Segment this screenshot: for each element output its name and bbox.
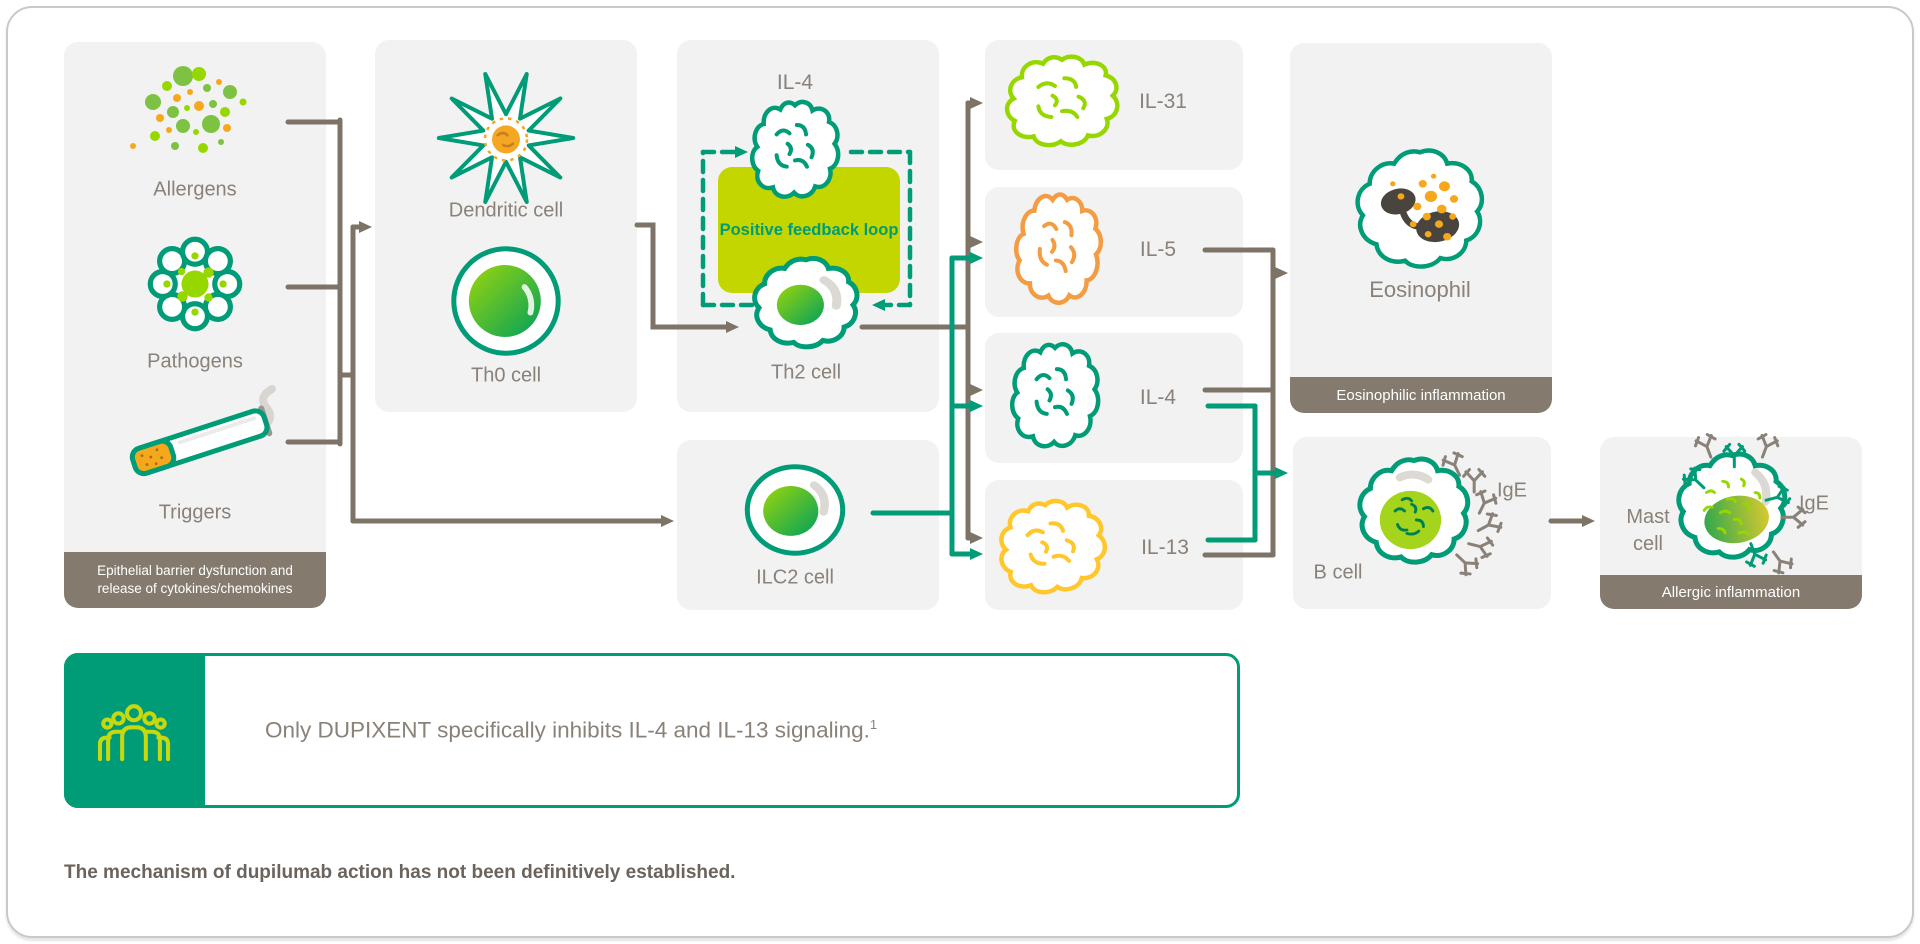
dupixent-callout: Only DUPIXENT specifically inhibits IL-4… <box>64 653 1240 808</box>
allergens-icon <box>130 66 247 153</box>
ilc2-cell-label: ILC2 cell <box>756 566 834 589</box>
callout-reference-superscript: 1 <box>869 717 878 733</box>
b-cell-label: B cell <box>1313 561 1363 584</box>
th0-cell-label: Th0 cell <box>470 364 542 387</box>
b-cell-icon <box>1355 448 1506 580</box>
il4-cytokine-icon <box>1009 340 1101 452</box>
people-group-icon <box>97 704 171 762</box>
callout-accent-block <box>64 653 205 808</box>
dendritic-cell-icon <box>436 68 576 208</box>
il13-cytokine-icon <box>996 498 1108 596</box>
triggers-label: Triggers <box>158 501 232 524</box>
callout-text: Only DUPIXENT specifically inhibits IL-4… <box>265 656 877 805</box>
mast-footer-bar: Allergic inflammation <box>1600 575 1862 609</box>
il13-label: IL-13 <box>1141 536 1189 559</box>
mast-cell-label: Mast cell <box>1626 506 1670 555</box>
panel-eosinophil: Eosinophilic inflammation <box>1290 43 1552 413</box>
th2-cell-icon <box>750 255 862 351</box>
mast-cell-icon <box>1674 430 1807 578</box>
il5-cytokine-icon <box>1014 190 1102 308</box>
pathogens-icon <box>147 236 243 332</box>
mechanism-footnote: The mechanism of dupilumab action has no… <box>64 862 736 883</box>
pathogens-label: Pathogens <box>147 350 243 373</box>
eosinophil-label: Eosinophil <box>1369 277 1471 302</box>
il31-label: IL-31 <box>1139 90 1187 113</box>
th0-cell-icon <box>448 243 564 359</box>
triggers-cigarette-icon <box>129 385 276 477</box>
eosinophil-icon <box>1352 146 1488 272</box>
il4-cytokine-top-icon <box>749 98 841 202</box>
callout-sentence: Only DUPIXENT specifically inhibits IL-4… <box>265 717 870 743</box>
triggers-footer-bar: Epithelial barrier dysfunction and relea… <box>64 552 326 608</box>
il4-label: IL-4 <box>1139 386 1177 409</box>
il5-label: IL-5 <box>1139 238 1177 261</box>
th2-cell-label: Th2 cell <box>770 361 842 384</box>
allergens-label: Allergens <box>153 178 237 201</box>
positive-feedback-label: Positive feedback loop <box>719 220 899 239</box>
il31-cytokine-icon <box>1003 53 1121 150</box>
mast-ige-label: IgE <box>1798 492 1830 515</box>
dendritic-cell-label: Dendritic cell <box>448 199 564 222</box>
il4-top-label: IL-4 <box>776 71 814 94</box>
b-cell-ige-label: IgE <box>1496 479 1528 502</box>
ilc2-cell-icon <box>742 462 848 558</box>
eosinophil-footer-bar: Eosinophilic inflammation <box>1290 377 1552 413</box>
